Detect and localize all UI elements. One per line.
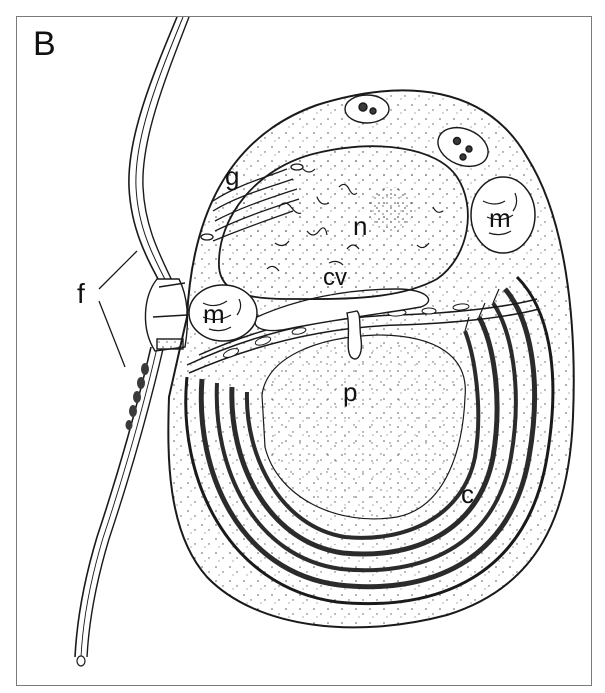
pyrenoid	[262, 335, 465, 519]
label-chloroplast: c	[461, 479, 474, 509]
flagella-leader	[99, 251, 137, 367]
label-mitochondrion-left: m	[203, 299, 225, 329]
figure-panel: B	[16, 16, 592, 686]
label-golgi: g	[225, 161, 239, 191]
label-pyrenoid: p	[343, 377, 357, 407]
panel-letter: B	[33, 25, 56, 63]
label-flagella: f	[77, 278, 85, 309]
nucleolus	[369, 187, 413, 231]
label-nucleus: n	[353, 211, 367, 241]
cell-diagram: B	[17, 17, 592, 686]
flagellum-upper	[129, 17, 177, 292]
label-mitochondrion-right: m	[489, 203, 511, 233]
label-contractile-vacuole: cv	[323, 264, 347, 291]
